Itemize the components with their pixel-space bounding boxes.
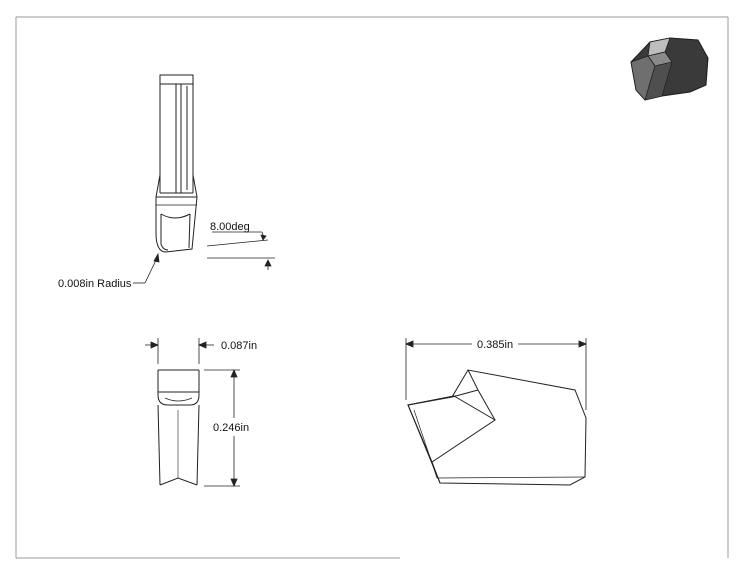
top-view (407, 369, 587, 486)
isometric-part-render-icon (630, 37, 709, 101)
width-dimension (145, 338, 214, 364)
height-label: 0.246in (213, 422, 249, 434)
height-dimension (204, 368, 240, 488)
radius-leader (133, 252, 160, 284)
side-view (157, 369, 200, 486)
angle-dimension (206, 231, 275, 270)
length-label: 0.385in (477, 339, 513, 351)
front-view (155, 74, 198, 253)
sheet-border (15, 16, 729, 559)
radius-label: 0.008in Radius (58, 278, 132, 290)
width-label: 0.087in (221, 340, 257, 352)
length-dimension (404, 338, 588, 410)
angle-label: 8.00deg (210, 221, 250, 233)
